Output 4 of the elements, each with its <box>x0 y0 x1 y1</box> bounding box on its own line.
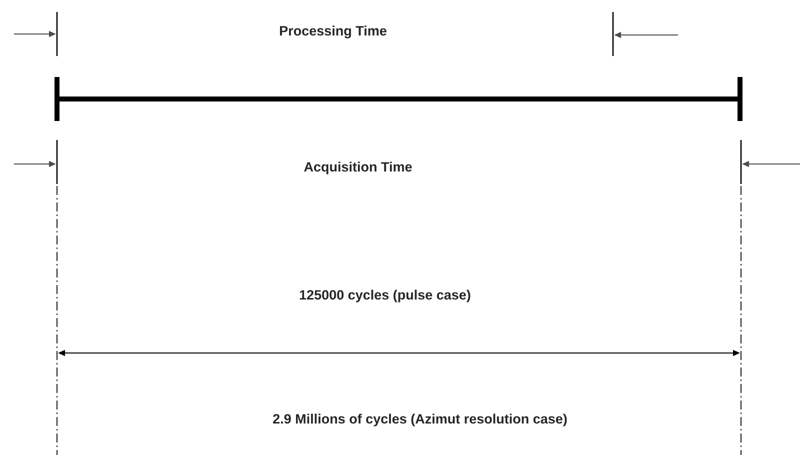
dimension-label: Processing Time <box>280 26 386 38</box>
dimension-label: 125000 cycles (pulse case) <box>300 290 470 302</box>
dimension-label: Acquisition Time <box>304 162 412 174</box>
dimension-label: 2.9 Millions of cycles (Azimut resolution case) <box>273 414 567 426</box>
